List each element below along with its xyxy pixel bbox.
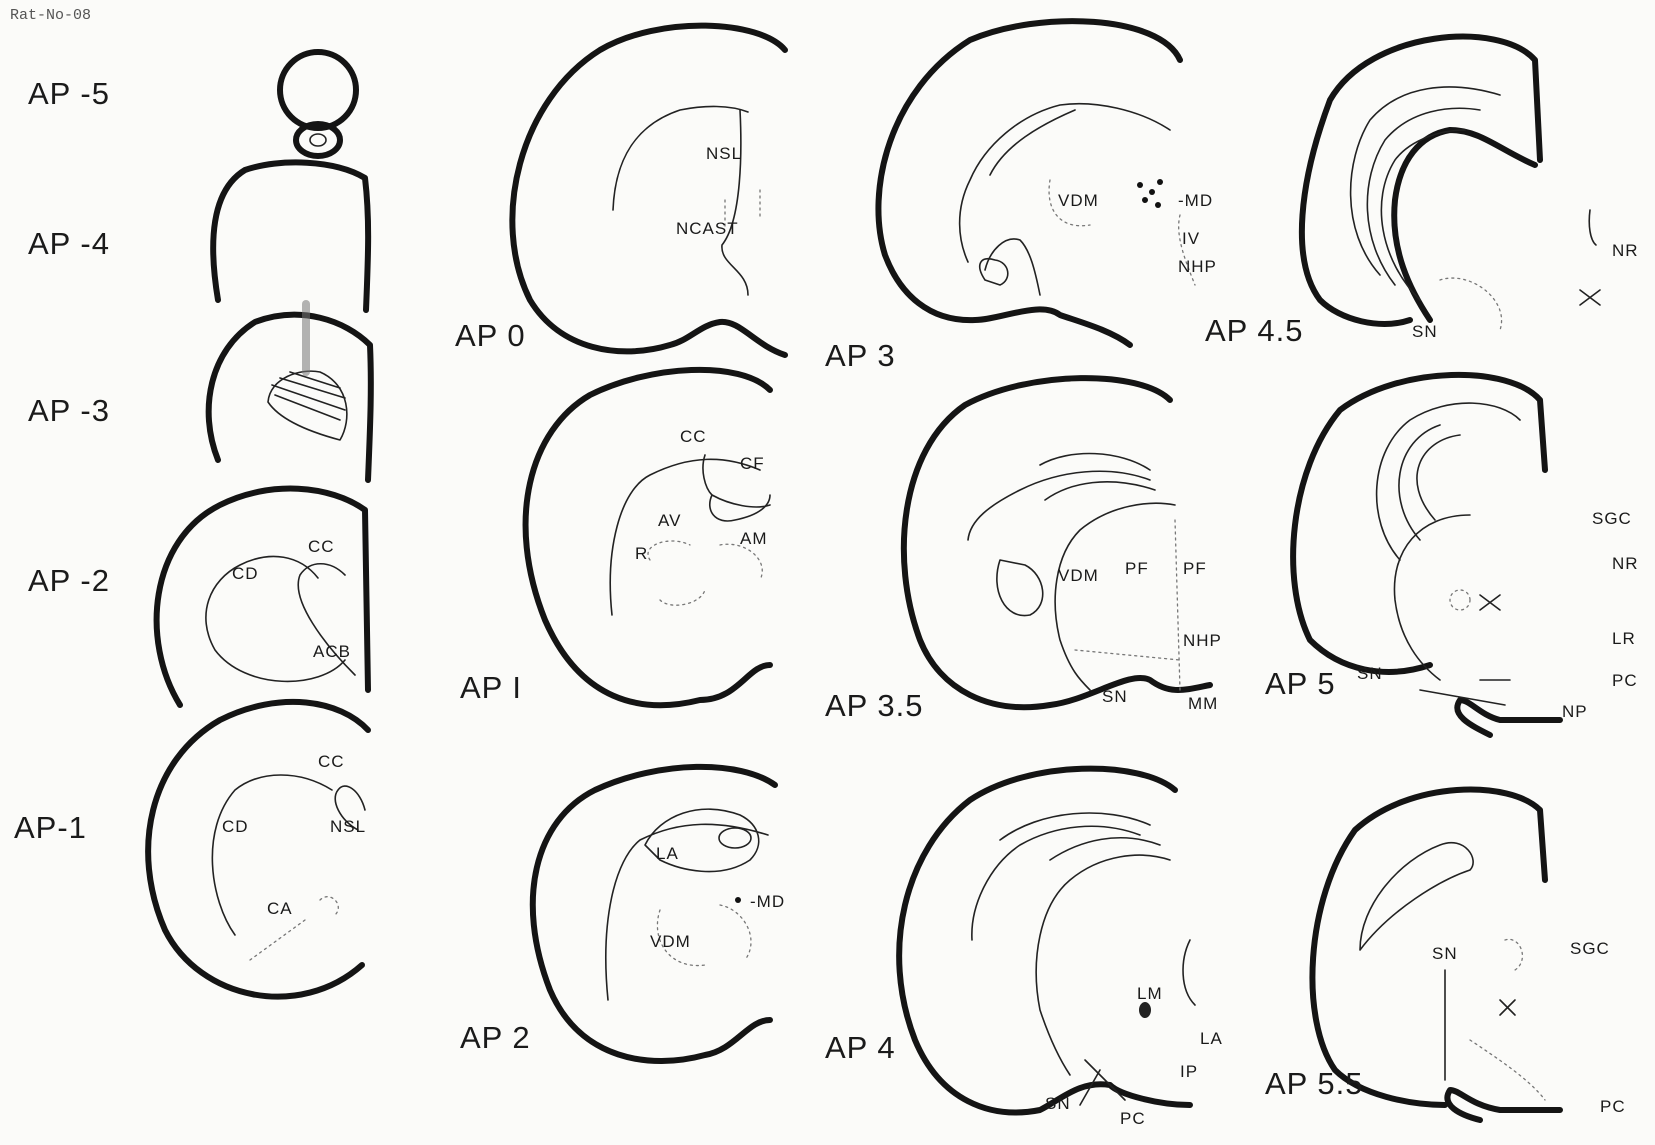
ap-label-4: AP 4: [825, 1032, 896, 1063]
region-cf-ap1: CF: [740, 455, 765, 472]
region-cc-apm2: CC: [308, 538, 335, 555]
region-sn-ap55: SN: [1432, 945, 1458, 962]
region-cd-apm2: CD: [232, 565, 259, 582]
section-ap4: [899, 769, 1195, 1113]
ap-label-minus-2: AP -2: [28, 565, 110, 596]
region-cc-apm1: CC: [318, 753, 345, 770]
region-sn-ap35: SN: [1102, 688, 1128, 705]
region-pc-ap55: PC: [1600, 1098, 1626, 1115]
region-nhp-ap3: NHP: [1178, 258, 1217, 275]
ap-label-minus-1: AP-1: [14, 812, 87, 843]
section-apm3: [209, 304, 371, 480]
region-av-ap1: AV: [658, 512, 681, 529]
ap-label-3-5: AP 3.5: [825, 690, 924, 721]
ap-label-minus-4: AP -4: [28, 228, 110, 259]
ap-label-3: AP 3: [825, 340, 896, 371]
region-ca-apm1: CA: [267, 900, 293, 917]
region-am-ap1: AM: [740, 530, 768, 547]
region-vdm-ap3: VDM: [1058, 192, 1099, 209]
region-md-ap2: -MD: [750, 893, 785, 910]
region-vdm-ap2: VDM: [650, 933, 691, 950]
section-apm4: [213, 162, 368, 310]
region-la-ap2: LA: [656, 845, 679, 862]
region-nhp-ap35: NHP: [1183, 632, 1222, 649]
region-sn-ap45: SN: [1412, 323, 1438, 340]
region-ip-ap4: IP: [1180, 1063, 1198, 1080]
ap-label-1: AP I: [460, 672, 522, 703]
region-sn-ap4: SN: [1045, 1095, 1071, 1112]
region-pc-ap4: PC: [1120, 1110, 1146, 1127]
ap-label-5-5: AP 5.5: [1265, 1068, 1364, 1099]
section-apm1: [148, 702, 368, 997]
region-pc-ap5: PC: [1612, 672, 1638, 689]
section-ap3: [878, 21, 1195, 345]
section-ap35: [904, 378, 1210, 707]
ap-label-minus-5: AP -5: [28, 78, 110, 109]
region-cd-apm1: CD: [222, 818, 249, 835]
ap-label-5: AP 5: [1265, 668, 1336, 699]
region-nsl-apm1: NSL: [330, 818, 366, 835]
section-ap2: [533, 767, 775, 1061]
region-nr-ap5: NR: [1612, 555, 1639, 572]
region-lr-ap5: LR: [1612, 630, 1636, 647]
ap-label-2: AP 2: [460, 1022, 531, 1053]
region-r-ap1: R: [635, 545, 648, 562]
region-vdm-ap35: VDM: [1058, 567, 1099, 584]
region-cc-ap1: CC: [680, 428, 707, 445]
region-np-ap5: NP: [1562, 703, 1588, 720]
section-ap1: [526, 370, 770, 705]
sheet-id: Rat-No-08: [10, 8, 91, 23]
region-lm-ap4: LM: [1137, 985, 1163, 1002]
region-iv-ap3: IV: [1182, 230, 1200, 247]
region-ncast-ap0: NCAST: [676, 220, 739, 237]
section-ap45: [1302, 37, 1600, 330]
region-md-ap3: -MD: [1178, 192, 1213, 209]
region-sgc-ap55: SGC: [1570, 940, 1610, 957]
region-sn-ap5: SN: [1357, 665, 1383, 682]
region-pf2-ap35: PF: [1183, 560, 1207, 577]
region-nsl-ap0: NSL: [706, 145, 742, 162]
ap-label-minus-3: AP -3: [28, 395, 110, 426]
region-sgc-ap5: SGC: [1592, 510, 1632, 527]
region-nr-ap45: NR: [1612, 242, 1639, 259]
section-apm5: [280, 52, 356, 156]
ap-label-4-5: AP 4.5: [1205, 315, 1304, 346]
region-pf1-ap35: PF: [1125, 560, 1149, 577]
region-mm-ap35: MM: [1188, 695, 1218, 712]
section-ap0: [512, 26, 785, 355]
section-apm2: [157, 489, 368, 705]
region-acb-apm2: ACB: [313, 643, 351, 660]
region-la-ap4: LA: [1200, 1030, 1223, 1047]
ap-label-0: AP 0: [455, 320, 526, 351]
